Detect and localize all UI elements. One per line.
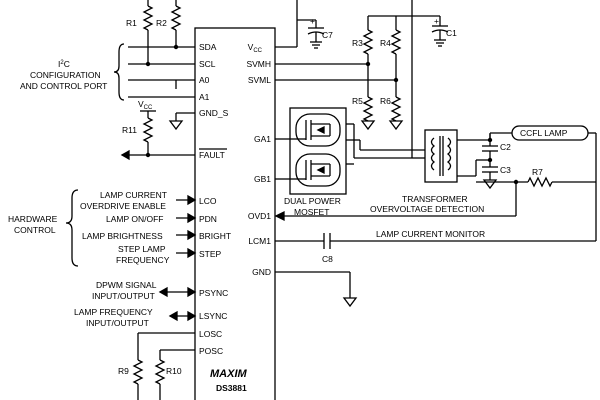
chip-right-pins: VCC SVMH SVML GA1 GB1 OVD1 LCM1 GND (246, 42, 271, 277)
svg-text:OVERVOLTAGE DETECTION: OVERVOLTAGE DETECTION (370, 204, 484, 214)
pin-losc: LOSC (199, 329, 222, 339)
svg-text:FREQUENCY: FREQUENCY (116, 255, 170, 265)
svg-text:LAMP CURRENT: LAMP CURRENT (100, 190, 167, 200)
fault-pullup: VCC R11 (120, 99, 195, 161)
dual-power-mosfet: DUAL POWER MOSFET (275, 107, 360, 217)
svg-text:DS3881: DS3881 (216, 383, 247, 393)
c1-capacitor: + C1 (411, 16, 457, 80)
pin-sda: SDA (199, 42, 217, 52)
svg-text:+: + (310, 16, 315, 26)
pin-lsync: LSYNC (199, 311, 227, 321)
label-r7: R7 (532, 167, 543, 177)
pin-psync: PSYNC (199, 288, 228, 298)
label-r6: R6 (380, 96, 391, 106)
pin-lcm1: LCM1 (248, 236, 271, 246)
label-r1: R1 (126, 18, 137, 28)
dpwm-signal: DPWM SIGNAL INPUT/OUTPUT (92, 280, 197, 301)
ccfl-lamp: CCFL LAMP (489, 125, 597, 182)
vcc-c7: + C7 (275, 0, 333, 49)
pin-gb1: GB1 (254, 174, 271, 184)
pin-vcc: VCC (248, 42, 263, 54)
label-c2: C2 (500, 142, 511, 152)
svg-text:CCFL LAMP: CCFL LAMP (520, 128, 568, 138)
label-c1: C1 (446, 28, 457, 38)
label-r9: R9 (118, 366, 129, 376)
pin-gnd: GND (252, 267, 271, 277)
hardware-signal-labels: LAMP CURRENT OVERDRIVE ENABLE LAMP ON/OF… (80, 190, 170, 265)
svg-text:HARDWARE: HARDWARE (8, 214, 58, 224)
pin-bright: BRIGHT (199, 231, 231, 241)
overvoltage-detection: OVERVOLTAGE DETECTION (274, 182, 517, 222)
pin-ga1: GA1 (254, 134, 271, 144)
pin-scl: SCL (199, 59, 216, 69)
svg-text:DUAL POWER: DUAL POWER (284, 196, 341, 206)
pin-a1: A1 (199, 92, 210, 102)
svg-text:AND CONTROL PORT: AND CONTROL PORT (20, 81, 107, 91)
ds3881-chip-body (194, 27, 276, 400)
hardware-brace (65, 189, 79, 267)
svg-text:INPUT/OUTPUT: INPUT/OUTPUT (92, 291, 155, 301)
label-r4: R4 (380, 38, 391, 48)
svg-text:LAMP BRIGHTNESS: LAMP BRIGHTNESS (82, 231, 163, 241)
svg-text:I2C: I2C (58, 59, 70, 69)
svg-text:INPUT/OUTPUT: INPUT/OUTPUT (86, 318, 149, 328)
svg-text:CONFIGURATION: CONFIGURATION (30, 70, 101, 80)
losc-posc-resistors: R9 R10 (118, 332, 195, 400)
svg-text:LAMP FREQUENCY: LAMP FREQUENCY (74, 307, 153, 317)
gnd-s-ground (168, 112, 195, 131)
pin-svmh: SVMH (246, 59, 271, 69)
label-vcc-r11: VCC (138, 99, 153, 111)
svg-text:OVERDRIVE ENABLE: OVERDRIVE ENABLE (80, 201, 166, 211)
c2-c3-capacitors: C2 C3 (457, 134, 511, 190)
svg-text:STEP LAMP: STEP LAMP (118, 244, 166, 254)
label-c8: C8 (322, 254, 333, 264)
chip-left-pins: SDA SCL A0 A1 GND_S FAULT LCO PDN BRIGHT… (199, 42, 231, 356)
label-r2: R2 (156, 18, 167, 28)
hardware-arrows (176, 194, 197, 259)
i2c-brace (113, 43, 125, 101)
pin-pdn: PDN (199, 214, 217, 224)
label-r10: R10 (166, 366, 182, 376)
label-r11: R11 (122, 125, 137, 135)
transformer: TRANSFORMER (402, 129, 468, 204)
pin-posc: POSC (199, 346, 223, 356)
svg-text:TRANSFORMER: TRANSFORMER (402, 194, 468, 204)
pin-step: STEP (199, 249, 222, 259)
i2c-label: I2C CONFIGURATION AND CONTROL PORT (20, 59, 107, 91)
lamp-current-monitor: C8 LAMP CURRENT MONITOR (275, 182, 597, 264)
svg-text:+: + (434, 16, 439, 26)
pin-svml: SVML (248, 75, 271, 85)
svg-text:MOSFET: MOSFET (294, 207, 329, 217)
label-r3: R3 (352, 38, 363, 48)
label-r5: R5 (352, 96, 363, 106)
pin-lco: LCO (199, 196, 217, 206)
pin-gnd-s: GND_S (199, 108, 229, 118)
pullup-resistors: R1 R2 (126, 0, 182, 64)
svg-text:LAMP CURRENT MONITOR: LAMP CURRENT MONITOR (376, 229, 485, 239)
label-c3: C3 (500, 165, 511, 175)
svg-text:DPWM SIGNAL: DPWM SIGNAL (96, 280, 157, 290)
label-c7: C7 (322, 30, 333, 40)
pin-ovd1: OVD1 (248, 211, 271, 221)
sense-divider: R3 R4 R5 R6 (275, 0, 440, 131)
maxim-logo: MAXIM DS3881 (210, 368, 248, 393)
gnd-pin-ground (275, 271, 358, 308)
pin-fault: FAULT (199, 150, 225, 160)
svg-text:MAXIM: MAXIM (210, 368, 248, 380)
svg-text:LAMP ON/OFF: LAMP ON/OFF (106, 214, 163, 224)
fault-arrow (120, 149, 130, 161)
hardware-control-label: HARDWARE CONTROL (8, 214, 58, 235)
lamp-frequency-signal: LAMP FREQUENCY INPUT/OUTPUT (74, 307, 197, 328)
pin-a0: A0 (199, 75, 210, 85)
svg-text:CONTROL: CONTROL (14, 225, 56, 235)
